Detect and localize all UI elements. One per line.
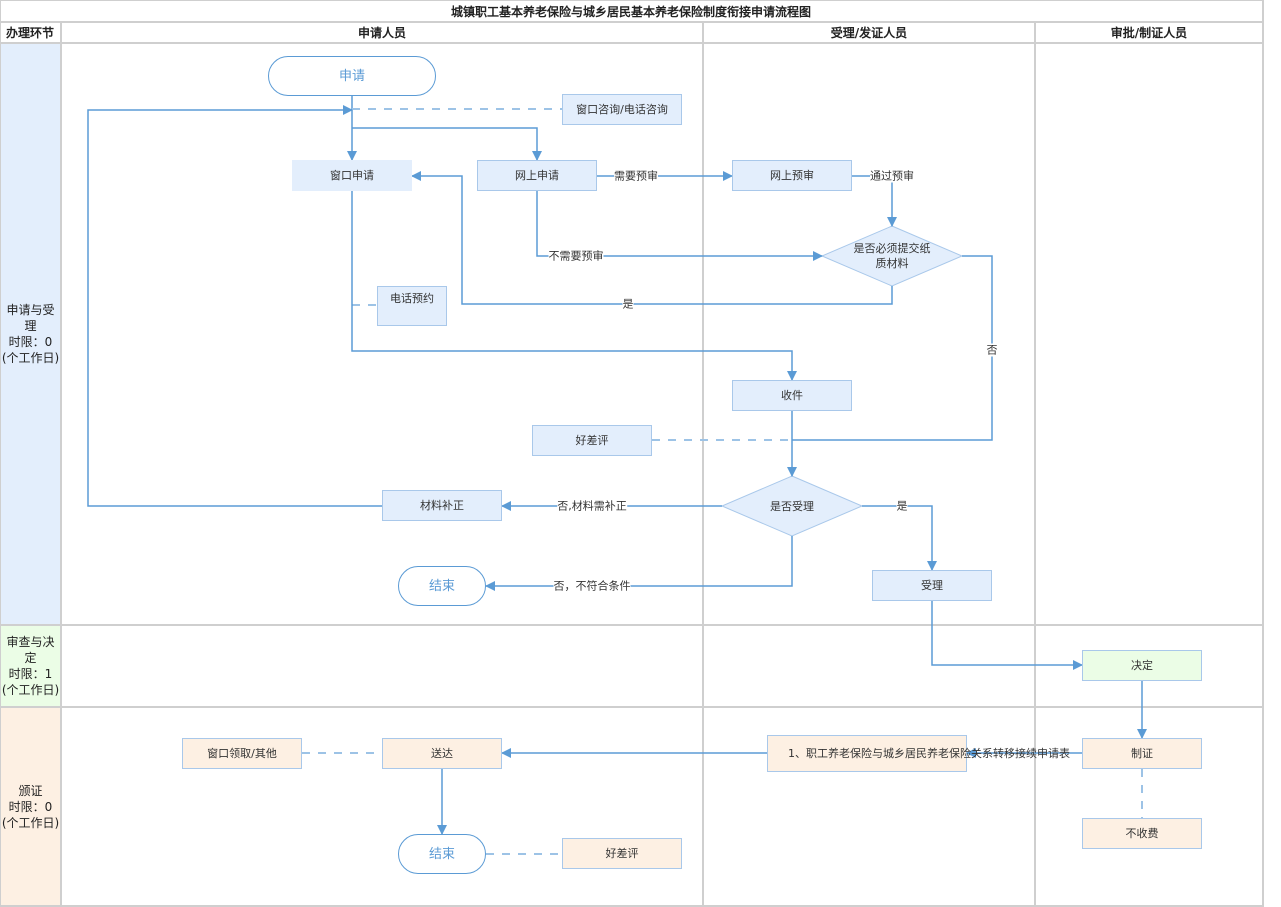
lane-issue: 颁证 时限：0 (个工作日) (1, 708, 60, 905)
window-apply-node: 窗口申请 (292, 160, 412, 191)
pickup-node: 窗口领取/其他 (182, 738, 302, 769)
edge-label-yes: 是 (622, 297, 634, 311)
end-terminator-2: 结束 (398, 834, 486, 874)
edge-label-no: 否 (986, 343, 998, 357)
accept-node: 受理 (872, 570, 992, 601)
end-terminator: 结束 (398, 566, 486, 606)
certify-node: 制证 (1082, 738, 1202, 769)
header-applicant: 申请人员 (357, 26, 406, 40)
receive-node: 收件 (732, 380, 852, 411)
connector-start-to-online (352, 127, 542, 161)
connector-window-to-receive (351, 191, 797, 381)
decide-node: 决定 (1082, 650, 1202, 681)
phone-booking-node: 电话预约 (377, 286, 447, 326)
header-acceptor: 受理/发证人员 (830, 26, 908, 40)
edge-label-pass-precheck: 通过预审 (870, 169, 914, 183)
connector-accept-yes (862, 505, 937, 571)
page-title: 城镇职工基本养老保险与城乡居民基本养老保险制度衔接申请流程图 (450, 4, 811, 19)
rating-node: 好差评 (532, 425, 652, 456)
connector-accept-no-end (485, 536, 793, 591)
lane-apply-accept: 申请与受理 时限：0 (个工作日) (1, 44, 60, 624)
connector-online-to-decision (536, 191, 823, 261)
deliver-node: 送达 (382, 738, 502, 769)
paper-decision-node: 是否必须提交纸质材料 (853, 242, 931, 270)
edge-label-reject: 否，不符合条件 (553, 579, 631, 593)
connector-precheck-to-decision (852, 175, 897, 227)
start-terminator: 申请 (268, 56, 436, 96)
edge-label-no-precheck: 不需要预审 (548, 249, 604, 263)
edge-label-accept-yes: 是 (896, 499, 908, 513)
connector-supplement-loop (87, 105, 382, 507)
connector-decision-yes (411, 171, 893, 305)
supplement-node: 材料补正 (382, 490, 502, 521)
connector-accept-to-decide (931, 601, 1083, 670)
form-node: 1、职工养老保险与城乡居民养老保险关系转移接续申请表 (767, 735, 1070, 772)
online-apply-node: 网上申请 (477, 160, 597, 191)
edge-label-need-supplement: 否,材料需补正 (557, 499, 627, 513)
edge-label-need-precheck: 需要预审 (614, 169, 658, 183)
accept-decision-node: 是否受理 (770, 499, 814, 513)
header-approver: 审批/制证人员 (1110, 26, 1188, 40)
header-stage: 办理环节 (5, 26, 54, 40)
online-precheck-node: 网上预审 (732, 160, 852, 191)
no-fee-node: 不收费 (1082, 818, 1202, 849)
lane-review-decide: 审查与决定 时限：1 (个工作日) (1, 626, 60, 706)
rating-node-2: 好差评 (562, 838, 682, 869)
consult-node: 窗口咨询/电话咨询 (562, 94, 682, 125)
